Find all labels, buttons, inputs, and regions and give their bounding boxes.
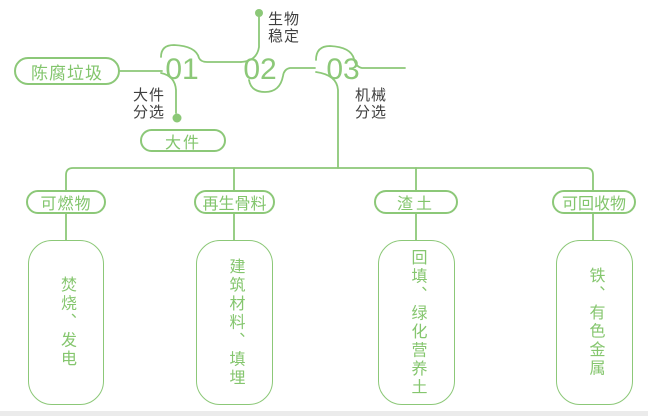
step03-drop-line <box>315 71 339 169</box>
step-number-03: 03 <box>326 53 360 86</box>
bulky-item-label: 大件 <box>164 134 201 152</box>
result-box-recycled-aggregate: 建筑材料、填埋 <box>196 240 273 405</box>
bulky-item-pill: 大件 <box>140 129 226 152</box>
source-pill: 陈腐垃圾 <box>14 57 120 85</box>
bottom-edge-strip <box>0 411 648 416</box>
branch-pill-recyclables: 可回收物 <box>552 190 636 214</box>
bulky-dot <box>172 113 182 123</box>
step03-over-swash <box>315 45 406 69</box>
branch-pill-combustibles: 可燃物 <box>26 190 106 214</box>
distribution-bar <box>65 167 594 191</box>
step-number-02: 02 <box>243 53 277 86</box>
step03-process-label: 机械 分选 <box>355 87 388 121</box>
branch-label: 再生骨料 <box>202 196 267 213</box>
branch-label: 可回收物 <box>561 196 626 213</box>
step-number-01: 01 <box>165 53 199 86</box>
step01-over-swash <box>160 44 242 63</box>
branch-label: 可燃物 <box>40 196 92 213</box>
branch-pill-slag-soil: 渣土 <box>374 190 458 214</box>
result-box-slag-soil: 回填、绿化营养土 <box>378 240 455 405</box>
step01-process-label: 大件 分选 <box>133 87 166 121</box>
result-box-combustibles: 焚烧、发电 <box>28 240 104 405</box>
step02-riser-line <box>240 16 260 63</box>
step01-drop-line <box>160 72 177 114</box>
result-text: 回填、绿化营养土 <box>408 248 426 397</box>
result-text: 建筑材料、填埋 <box>226 257 244 388</box>
result-box-recyclables: 铁、有色金属 <box>556 240 633 405</box>
branch-pill-recycled-aggregate: 再生骨料 <box>194 190 275 214</box>
branch-label: 渣土 <box>396 196 435 213</box>
result-text: 铁、有色金属 <box>586 267 604 378</box>
result-text: 焚烧、发电 <box>58 276 75 369</box>
source-label: 陈腐垃圾 <box>31 63 103 83</box>
biostab-dot <box>255 9 263 17</box>
step02-process-label: 生物 稳定 <box>268 11 301 45</box>
step02-under-swash <box>248 67 316 93</box>
